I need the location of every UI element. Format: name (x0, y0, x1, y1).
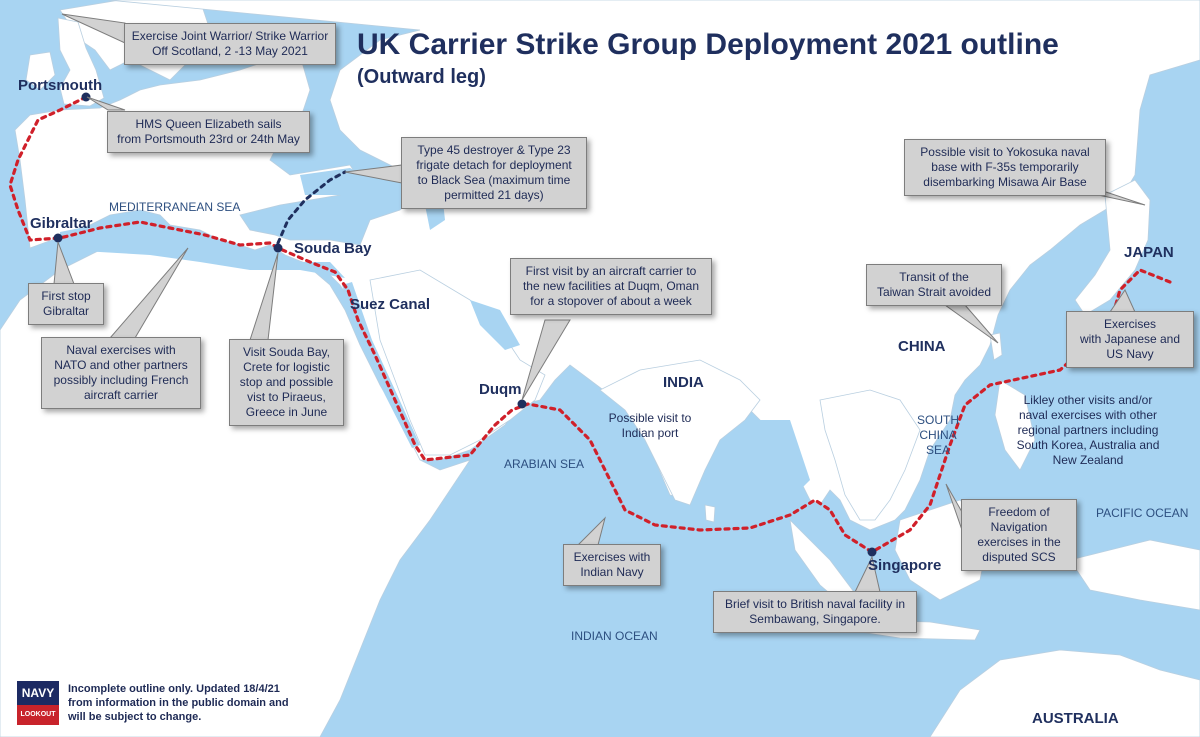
route-line (8, 95, 1172, 554)
label-japan: JAPAN (1124, 244, 1174, 261)
note-indian-port: Possible visit to Indian port (608, 411, 692, 440)
label-australia: AUSTRALIA (1032, 710, 1119, 727)
callout-duqm-visit: First visit by an aircraft carrier to th… (510, 258, 712, 315)
label-gibraltar: Gibraltar (30, 215, 93, 232)
map-subtitle: (Outward leg) (357, 66, 486, 88)
bay-of-bengal-water (750, 420, 810, 500)
label-mediterranean: MEDITERRANEAN SEA (109, 200, 241, 214)
logo-lookout-text: LOOKOUT (17, 705, 59, 725)
callout-naval-exercises: Naval exercises with NATO and other part… (41, 337, 201, 409)
black-sea-route (276, 170, 347, 245)
ports (53, 92, 877, 557)
label-pacific-ocean: PACIFIC OCEAN (1096, 506, 1189, 520)
callout-pointers (53, 13, 1146, 593)
footnote: Incomplete outline only. Updated 18/4/21… (68, 683, 289, 723)
mediterranean-water (60, 222, 345, 278)
label-singapore: Singapore (868, 557, 942, 574)
british-isles (57, 17, 105, 107)
persian-gulf-water (470, 300, 520, 350)
callout-first-stop: First stop Gibraltar (28, 283, 104, 325)
ireland (25, 51, 56, 91)
label-duqm: Duqm (479, 381, 522, 398)
label-india: INDIA (663, 374, 704, 391)
singapore-dot (867, 547, 877, 557)
map-title: UK Carrier Strike Group Deployment 2021 … (357, 28, 1059, 61)
black-sea-water (300, 168, 370, 195)
navy-lookout-logo: NAVY LOOKOUT (17, 681, 59, 725)
callout-sembawang: Brief visit to British naval facility in… (713, 591, 917, 633)
callout-black-sea: Type 45 destroyer & Type 23 frigate deta… (401, 137, 587, 209)
callout-indian-navy: Exercises with Indian Navy (563, 544, 661, 586)
label-suez-canal: Suez Canal (350, 296, 431, 313)
duqm-dot (517, 399, 527, 409)
souda-bay-dot (273, 243, 283, 253)
callout-freedom: Freedom of Navigation exercises in the d… (961, 499, 1077, 571)
label-indian-ocean: INDIAN OCEAN (571, 629, 658, 643)
sri-lanka (704, 504, 716, 523)
logo-navy-text: NAVY (17, 681, 59, 705)
callout-souda: Visit Souda Bay, Crete for logistic stop… (229, 339, 344, 426)
gibraltar-dot (53, 233, 63, 243)
callout-hms-sails: HMS Queen Elizabeth sails from Portsmout… (107, 111, 310, 153)
note-other-visits: Likley other visits and/or naval exercis… (1016, 393, 1160, 467)
portsmouth-dot (81, 92, 91, 102)
new-guinea (1069, 539, 1200, 611)
pointer-duqm (521, 319, 571, 401)
label-portsmouth: Portsmouth (18, 77, 103, 94)
india (599, 359, 761, 506)
callout-joint-warrior: Exercise Joint Warrior/ Strike Warrior O… (124, 23, 336, 65)
japan-island (1074, 179, 1151, 316)
label-china: CHINA (898, 338, 946, 355)
label-south-china-sea: SOUTH CHINA SEA (917, 413, 959, 457)
indochina (819, 389, 921, 521)
callout-japanese-us: Exercises with Japanese and US Navy (1066, 311, 1194, 368)
philippines (994, 379, 1036, 471)
pointer-hms-sails (86, 96, 126, 111)
label-arabian-sea: ARABIAN SEA (504, 457, 585, 471)
callout-yokosuka: Possible visit to Yokosuka naval base wi… (904, 139, 1106, 196)
callout-taiwan: Transit of the Taiwan Strait avoided (866, 264, 1002, 306)
label-souda-bay: Souda Bay (294, 240, 372, 257)
australia (929, 649, 1200, 737)
